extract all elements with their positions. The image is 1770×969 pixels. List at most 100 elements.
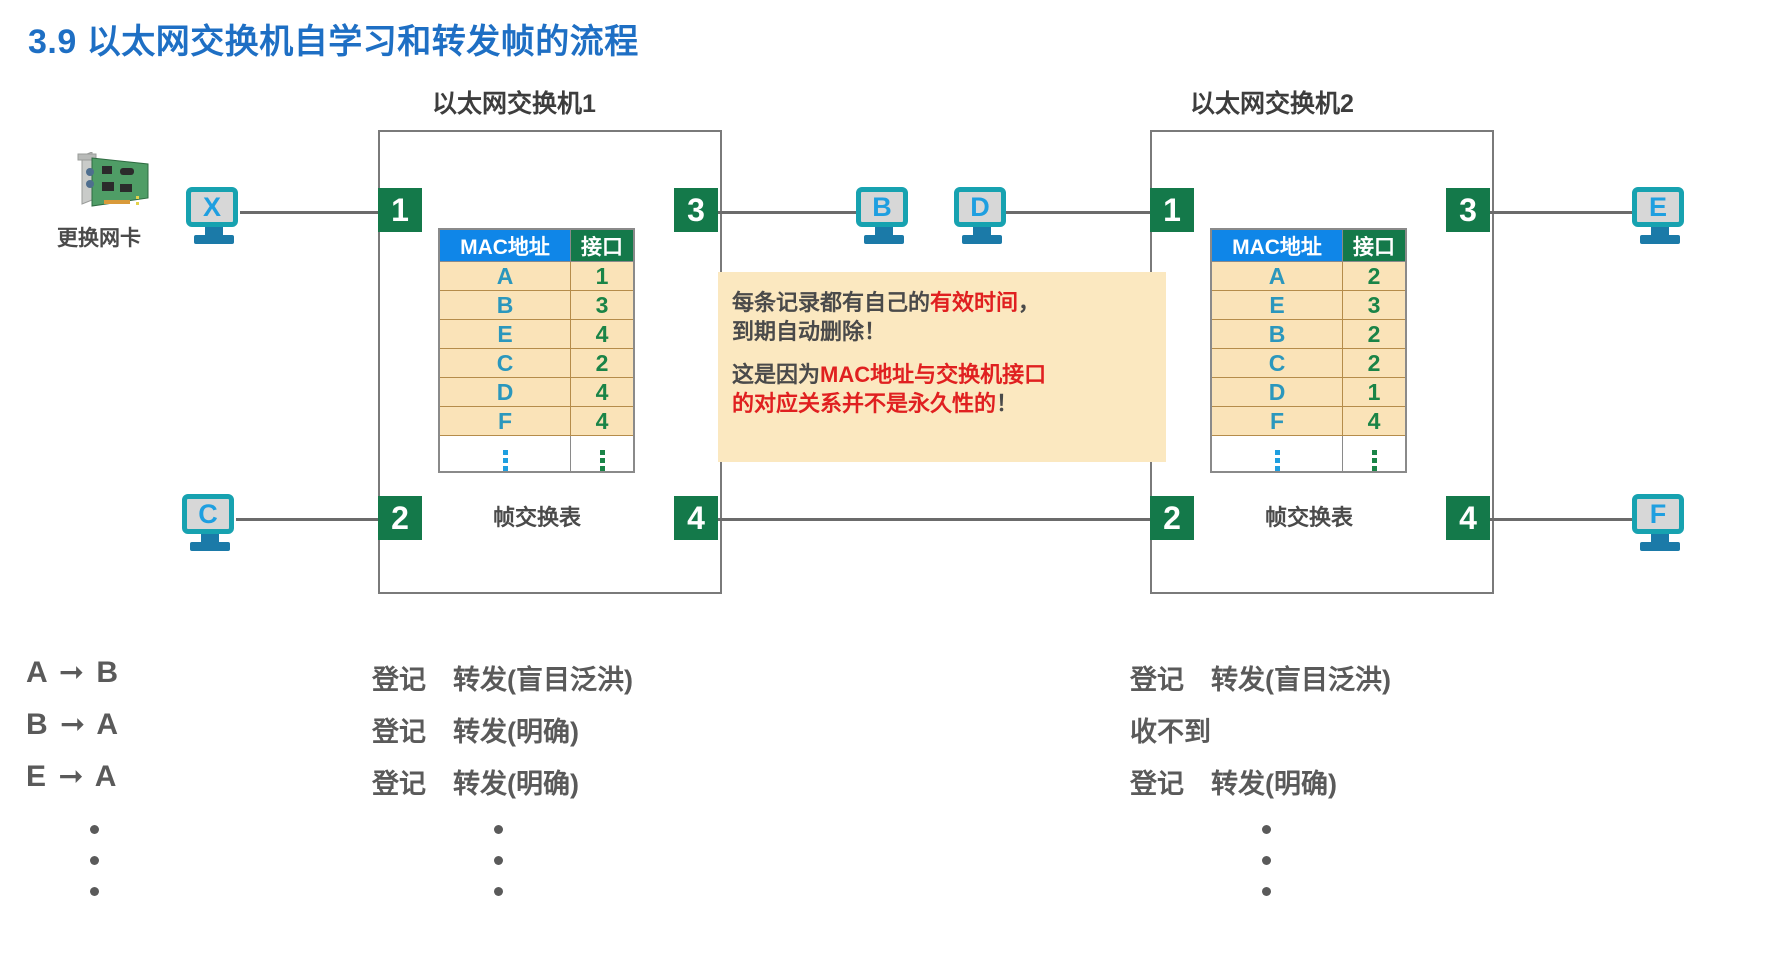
flow-label-2: B ➞ A [26, 708, 121, 741]
switch-1-port-1[interactable]: 1 [378, 188, 422, 232]
vertical-ellipsis-icon [599, 450, 605, 471]
host-b[interactable]: B [856, 187, 912, 244]
host-c-neck [201, 534, 219, 542]
cell-interface: 2 [1342, 348, 1407, 378]
switch-1-mac-table: MAC地址 接口 A 1 B 3 E 4 C 2 D 4 F 4 [438, 228, 635, 473]
cell-interface: 1 [1342, 377, 1407, 407]
annotation-line-3-text-a: 这是因为 [732, 362, 821, 388]
cell-interface-ellipsis [1342, 435, 1407, 473]
flow-3-switch-1-action: 登记 转发(明确) [372, 769, 579, 799]
cell-interface: 2 [1342, 319, 1407, 349]
column-header-mac: MAC地址 [1210, 228, 1343, 262]
host-e-base [1640, 235, 1680, 244]
cell-interface: 3 [570, 290, 635, 320]
wire-d-to-sw2-port1 [998, 211, 1150, 214]
switch-2-port-1[interactable]: 1 [1150, 188, 1194, 232]
switch-1-port-3[interactable]: 3 [674, 188, 718, 232]
cell-interface: 2 [570, 348, 635, 378]
flow-3-switch-2-action: 登记 转发(明确) [1130, 769, 1337, 799]
switch-2-port-3[interactable]: 3 [1446, 188, 1490, 232]
host-f-screen: F [1632, 494, 1684, 534]
switch-2-caption: 以太网交换机2 [1190, 90, 1354, 118]
cell-interface-ellipsis [570, 435, 635, 473]
annotation-line-4: 的对应关系并不是永久性的！ [732, 389, 1156, 418]
switch-1-port-4[interactable]: 4 [674, 496, 718, 540]
cell-interface: 4 [570, 319, 635, 349]
wire-c-to-sw1-port2 [236, 518, 380, 521]
wire-x-to-sw1-port1 [240, 211, 380, 214]
cell-mac-ellipsis [438, 435, 571, 473]
table-row: A 2 [1210, 261, 1407, 291]
host-b-neck [875, 227, 893, 235]
flow-1-switch-1-action: 登记 转发(盲目泛洪) [372, 665, 633, 695]
cell-mac: A [1210, 261, 1343, 291]
host-c-screen: C [182, 494, 234, 534]
flow-continuation-dots-left [90, 825, 99, 896]
host-c-base [190, 542, 230, 551]
cell-mac: D [438, 377, 571, 407]
host-b-screen: B [856, 187, 908, 227]
host-c-label: C [198, 498, 218, 529]
table-row-ellipsis [438, 435, 635, 473]
host-d-label: D [970, 191, 990, 222]
switch-2-port-2[interactable]: 2 [1150, 496, 1194, 540]
vertical-ellipsis-icon [1274, 450, 1280, 471]
cell-mac: A [438, 261, 571, 291]
annotation-line-3: 这是因为MAC地址与交换机接口 [732, 360, 1156, 389]
cell-interface: 3 [1342, 290, 1407, 320]
cell-mac: E [438, 319, 571, 349]
annotation-line-4-highlight: 的对应关系并不是永久性的 [732, 391, 997, 417]
host-d-neck [973, 227, 991, 235]
table-row: C 2 [438, 348, 635, 378]
host-d[interactable]: D [954, 187, 1010, 244]
cell-mac: E [1210, 290, 1343, 320]
cell-mac: B [1210, 319, 1343, 349]
annotation-line-4-text-b: ！ [996, 391, 1019, 417]
table-row: E 3 [1210, 290, 1407, 320]
nic-label: 更换网卡 [57, 227, 141, 250]
switch-2-mac-table: MAC地址 接口 A 2 E 3 B 2 C 2 D 1 F 4 [1210, 228, 1407, 473]
annotation-line-3-highlight: MAC地址与交换机接口 [820, 362, 1047, 388]
host-x[interactable]: X [186, 187, 242, 244]
flow-label-1: A ➞ B [26, 656, 121, 689]
switch-2-table-caption: 帧交换表 [1264, 505, 1353, 530]
host-f-neck [1651, 534, 1669, 542]
host-d-screen: D [954, 187, 1006, 227]
host-x-neck [205, 227, 223, 235]
host-e-neck [1651, 227, 1669, 235]
annotation-line-1-text-a: 每条记录都有自己的 [732, 290, 931, 315]
table-row: B 3 [438, 290, 635, 320]
cell-interface: 4 [570, 406, 635, 436]
cell-mac: B [438, 290, 571, 320]
wire-sw2-port3-to-e [1490, 211, 1634, 214]
switch-1-table-caption: 帧交换表 [492, 505, 581, 530]
host-f[interactable]: F [1632, 494, 1688, 551]
cell-mac: F [1210, 406, 1343, 436]
switch-1-caption: 以太网交换机1 [432, 90, 596, 118]
table-row: E 4 [438, 319, 635, 349]
host-c[interactable]: C [182, 494, 238, 551]
switch-1-port-2[interactable]: 2 [378, 496, 422, 540]
table-row: B 2 [1210, 319, 1407, 349]
host-d-base [962, 235, 1002, 244]
flow-continuation-dots-middle [494, 825, 503, 896]
table-row: F 4 [1210, 406, 1407, 436]
column-header-interface: 接口 [570, 228, 635, 262]
table-header-row: MAC地址 接口 [438, 228, 635, 262]
cell-interface: 2 [1342, 261, 1407, 291]
column-header-mac: MAC地址 [438, 228, 571, 262]
switch-2-port-4[interactable]: 4 [1446, 496, 1490, 540]
annotation-line-1: 每条记录都有自己的有效时间， [732, 288, 1156, 317]
host-e-screen: E [1632, 187, 1684, 227]
table-row-ellipsis [1210, 435, 1407, 473]
network-card-icon [68, 151, 154, 214]
column-header-interface: 接口 [1342, 228, 1407, 262]
host-e[interactable]: E [1632, 187, 1688, 244]
host-x-label: X [202, 191, 221, 222]
vertical-ellipsis-icon [502, 450, 508, 471]
table-header-row: MAC地址 接口 [1210, 228, 1407, 262]
table-row: D 1 [1210, 377, 1407, 407]
cell-interface: 4 [1342, 406, 1407, 436]
host-b-base [864, 235, 904, 244]
wire-sw1-port3-to-b [718, 211, 858, 214]
